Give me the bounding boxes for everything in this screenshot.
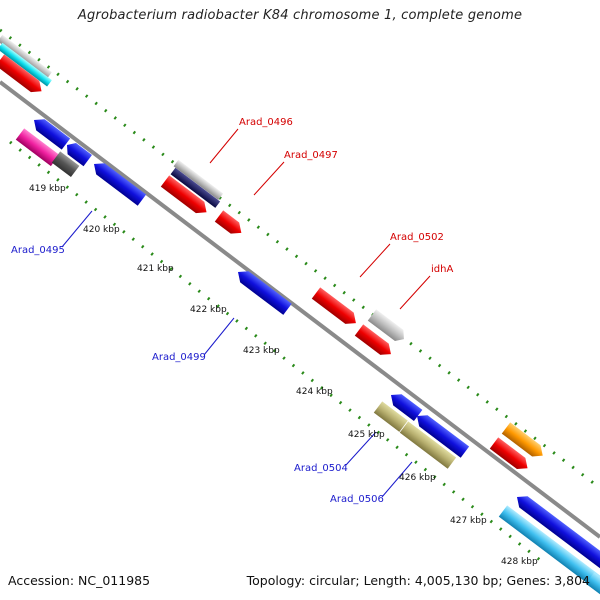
leader-line [381, 461, 413, 498]
gene-label-arad-0506[interactable]: Arad_0506 [330, 494, 384, 505]
tick-label: 424 kbp [296, 387, 333, 397]
gene-label-arad-0504[interactable]: Arad_0504 [294, 463, 348, 474]
gene-block[interactable] [234, 266, 292, 315]
gene-block[interactable] [90, 158, 147, 206]
gene-block[interactable] [373, 401, 408, 432]
gene-block[interactable] [413, 410, 470, 458]
gene-label-arad-0495[interactable]: Arad_0495 [11, 245, 65, 256]
gene-block[interactable] [513, 491, 600, 569]
outer-tick-guide [0, 28, 600, 490]
gene-label-arad-0497[interactable]: Arad_0497 [284, 150, 338, 161]
gene-block[interactable] [173, 159, 224, 200]
gene-block[interactable] [489, 437, 532, 473]
genome-backbone [0, 80, 600, 539]
gene-block[interactable] [0, 54, 46, 96]
leader-line [209, 128, 239, 164]
tick-label: 425 kbp [348, 430, 385, 440]
forward-leaders [209, 128, 431, 310]
gene-label-idha[interactable]: idhA [431, 264, 453, 275]
tick-label: 423 kbp [243, 346, 280, 356]
gene-block[interactable] [160, 175, 211, 217]
gene-block[interactable] [387, 389, 423, 422]
gene-block[interactable] [367, 309, 408, 344]
gene-label-arad-0502[interactable]: Arad_0502 [390, 232, 444, 243]
map-title: Agrobacterium radiobacter K84 chromosome… [77, 8, 523, 23]
leader-line [203, 317, 235, 356]
tick-label: 427 kbp [450, 516, 487, 526]
tick-label: 426 kbp [399, 473, 436, 483]
tick-label: 419 kbp [29, 184, 66, 194]
leader-line [61, 210, 93, 248]
accession-text: Accession: NC_011985 [8, 573, 151, 588]
gene-block[interactable] [214, 210, 246, 238]
tick-label: 422 kbp [190, 305, 227, 315]
gene-blocks-forward [0, 34, 547, 473]
gene-block[interactable] [170, 167, 221, 208]
leader-line [345, 431, 377, 466]
gene-block[interactable] [311, 287, 360, 328]
gene-block[interactable] [0, 34, 52, 79]
leader-line [399, 275, 431, 310]
tick-label: 421 kbp [137, 264, 174, 274]
gene-block[interactable] [30, 114, 71, 150]
gene-blocks-reverse [15, 114, 600, 600]
gene-block[interactable] [15, 128, 60, 167]
gene-block[interactable] [399, 421, 457, 469]
topology-text: Topology: circular; Length: 4,005,130 bp… [246, 573, 590, 588]
gene-block[interactable] [585, 572, 600, 600]
gene-block[interactable] [501, 422, 547, 461]
tick-label: 428 kbp [501, 557, 538, 567]
gene-block[interactable] [63, 139, 92, 167]
gene-label-arad-0499[interactable]: Arad_0499 [152, 352, 206, 363]
gene-block[interactable] [51, 151, 80, 178]
forward-gene-labels: Arad_0496 Arad_0497 Arad_0502 idhA [239, 117, 453, 275]
leader-line [359, 243, 391, 278]
gene-block[interactable] [0, 42, 52, 87]
gene-block[interactable] [354, 324, 395, 359]
leader-line [253, 161, 285, 196]
tick-labels: 419 kbp 420 kbp 421 kbp 422 kbp 423 kbp … [29, 184, 538, 567]
tick-label: 420 kbp [83, 225, 120, 235]
reverse-leaders [61, 210, 413, 498]
reverse-gene-labels: Arad_0495 Arad_0499 Arad_0504 Arad_0506 [11, 245, 384, 505]
gene-block[interactable] [498, 505, 600, 595]
gene-label-arad-0496[interactable]: Arad_0496 [239, 117, 293, 128]
inner-tick-guide [9, 140, 541, 562]
